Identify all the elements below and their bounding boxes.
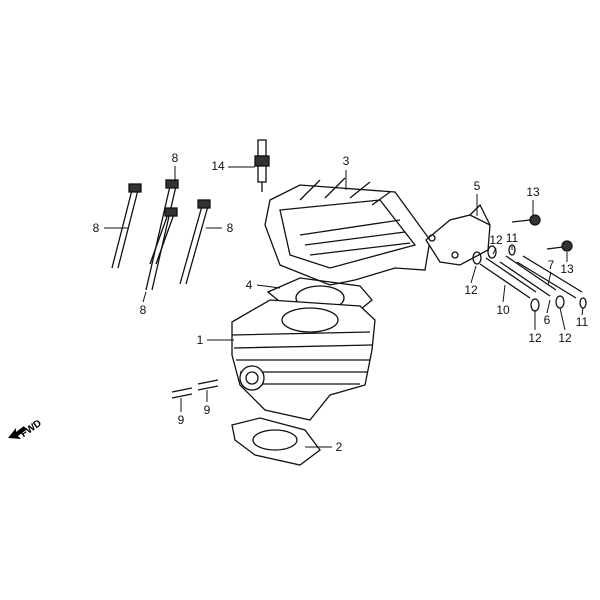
- callout-11: 11: [575, 315, 589, 329]
- cylinder-drawing: [231, 299, 376, 421]
- callout-9: 9: [177, 413, 185, 427]
- base-gasket-drawing: [231, 417, 321, 466]
- spark-plug-drawing: [254, 139, 270, 192]
- callout-8: 8: [139, 303, 147, 317]
- callout-8: 8: [171, 151, 179, 165]
- rocker-holder-drawing: [425, 203, 491, 266]
- cylinder-head-drawing: [264, 177, 431, 286]
- callout-2: 2: [335, 440, 343, 454]
- callout-12: 12: [464, 283, 478, 297]
- callout-4: 4: [245, 278, 253, 292]
- callout-12: 12: [489, 233, 503, 247]
- callout-14: 14: [211, 159, 225, 173]
- callout-8: 8: [226, 221, 234, 235]
- callout-1: 1: [196, 333, 204, 347]
- callout-9: 9: [203, 403, 211, 417]
- callout-12: 12: [528, 331, 542, 345]
- pushrod-tubes-drawing: [472, 244, 587, 312]
- fwd-arrow-icon: [8, 426, 26, 439]
- leader-lines: [104, 166, 584, 448]
- bolts-13-drawing: [511, 214, 573, 252]
- callout-13: 13: [526, 185, 540, 199]
- callout-8: 8: [92, 221, 100, 235]
- callout-6: 6: [543, 313, 551, 327]
- callout-11: 11: [505, 231, 519, 245]
- callout-13: 13: [560, 262, 574, 276]
- callout-7: 7: [547, 258, 555, 272]
- callout-3: 3: [342, 154, 350, 168]
- callout-12: 12: [558, 331, 572, 345]
- callout-10: 10: [496, 303, 510, 317]
- dowel-pins-drawing: [171, 379, 219, 399]
- callout-5: 5: [473, 179, 481, 193]
- stud-bolts-drawing: [111, 179, 211, 291]
